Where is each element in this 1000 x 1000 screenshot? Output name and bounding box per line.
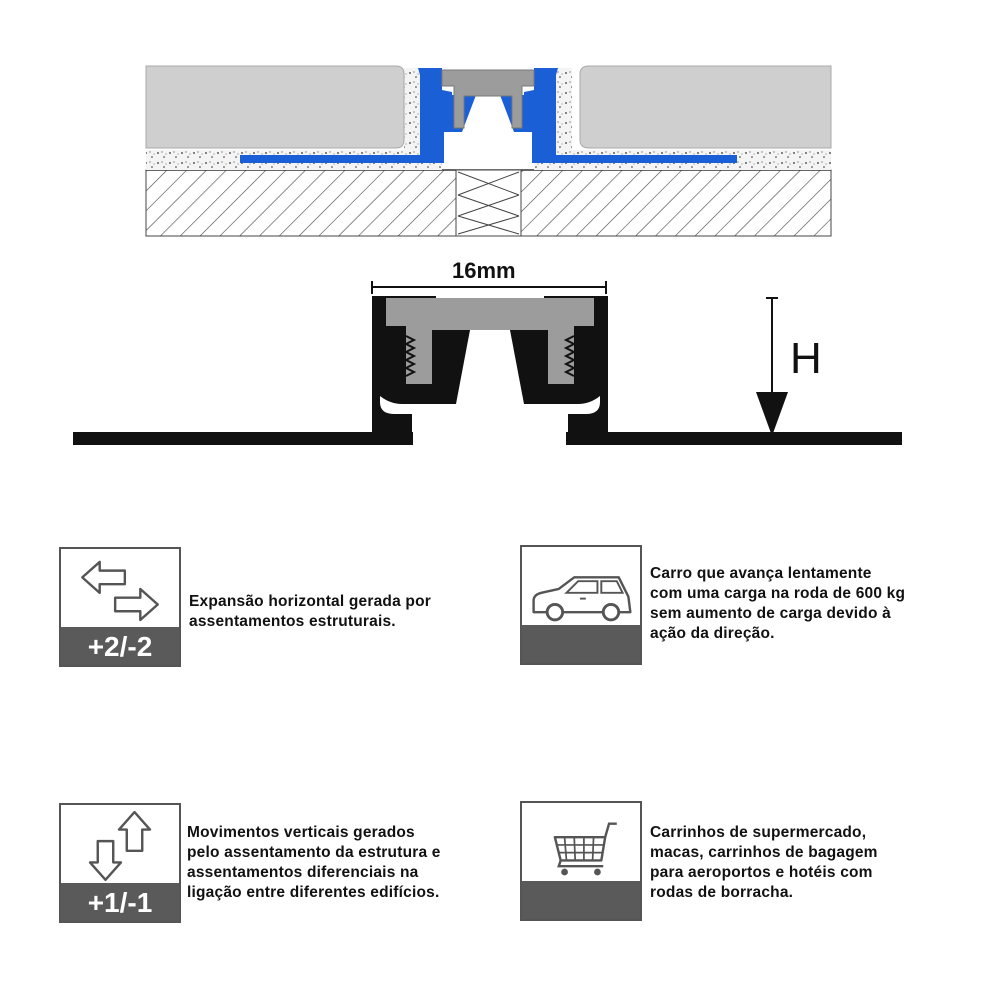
height-arrow-head xyxy=(756,392,788,436)
feature-text-cart: Carrinhos de supermercado, macas, carrin… xyxy=(650,824,878,901)
horizontal-arrows-icon xyxy=(81,560,159,622)
vertical-arrows-icon xyxy=(88,810,152,882)
right-tile xyxy=(579,65,832,149)
gray-insert xyxy=(441,69,535,129)
right-blue-profile xyxy=(524,68,737,163)
height-label: H xyxy=(790,334,822,383)
left-base-plate xyxy=(73,432,413,445)
expansion-filler xyxy=(455,169,522,237)
feature-badge: +2/-2 xyxy=(61,627,179,665)
feature-text-car: Carro que avança lentamente com uma carg… xyxy=(650,565,906,642)
feature-text-vertical: Movimentos verticais gerados pelo assent… xyxy=(187,824,441,901)
left-tile xyxy=(145,65,405,149)
feature-card-car xyxy=(520,545,642,665)
right-base-plate xyxy=(566,432,902,445)
right-substrate xyxy=(520,169,832,237)
left-blue-profile xyxy=(240,68,452,163)
feature-badge xyxy=(522,881,640,919)
profile-dimension-drawing xyxy=(73,281,902,445)
feature-badge: +1/-1 xyxy=(61,883,179,921)
joint-cross-section xyxy=(145,65,832,237)
feature-text-horizontal: Expansão horizontal gerada por assentame… xyxy=(189,593,431,630)
left-substrate xyxy=(145,169,457,237)
feature-badge xyxy=(522,625,640,663)
feature-card-horizontal: +2/-2 xyxy=(59,547,181,667)
width-dimension-label: 16mm xyxy=(452,258,516,283)
car-icon xyxy=(532,576,632,622)
feature-card-vertical: +1/-1 xyxy=(59,803,181,923)
shopping-cart-icon xyxy=(553,822,617,876)
feature-card-cart xyxy=(520,801,642,921)
profile-insert xyxy=(386,298,594,384)
